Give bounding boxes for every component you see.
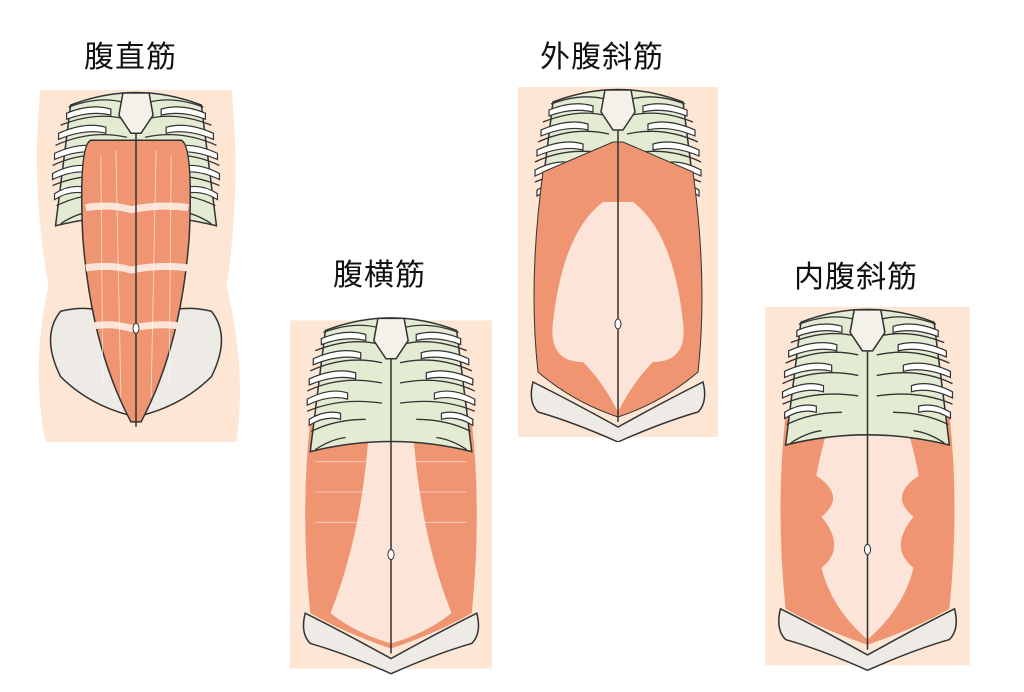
internal-oblique-illustration xyxy=(765,306,970,672)
transversus-abdominis-illustration xyxy=(290,317,492,675)
external-oblique-illustration xyxy=(518,87,718,442)
label-external-oblique: 外腹斜筋 xyxy=(540,40,664,75)
rectus-abdominis-illustration xyxy=(36,90,240,442)
label-internal-oblique: 内腹斜筋 xyxy=(794,260,918,295)
label-rectus-abdominis: 腹直筋 xyxy=(84,40,177,75)
label-transversus-abdominis: 腹横筋 xyxy=(333,258,426,293)
